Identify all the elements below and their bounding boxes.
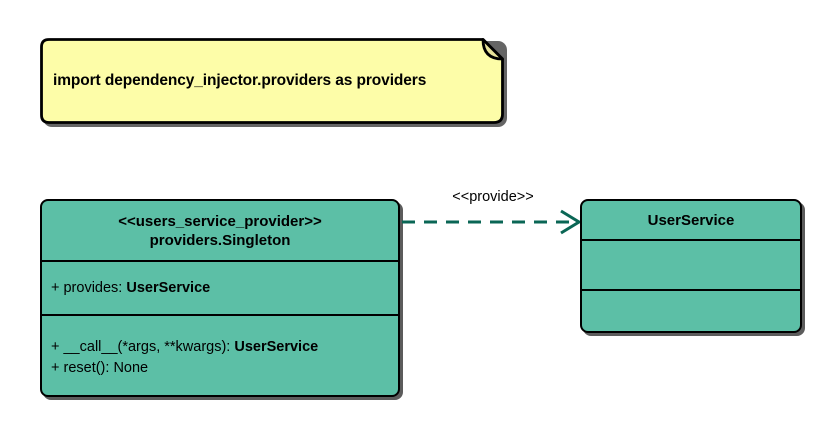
class-name: UserService <box>647 211 735 229</box>
class-box-users-service-provider[interactable]: <<users_service_provider>> providers.Sin… <box>40 199 403 400</box>
class-header-compartment: UserService <box>582 201 800 239</box>
note-import[interactable]: import dependency_injector.providers as … <box>40 38 507 127</box>
attribute-row: + provides: UserService <box>51 278 390 299</box>
note-shape <box>40 38 504 124</box>
class-box-user-service[interactable]: UserService <box>580 199 805 336</box>
operation-label: + __call__(*args, **kwargs): <box>51 338 235 355</box>
connector-arrowhead-icon <box>560 209 582 235</box>
attribute-type: UserService <box>126 279 211 296</box>
class-attributes-compartment <box>582 239 800 289</box>
operation-row: + __call__(*args, **kwargs): UserService <box>51 337 390 358</box>
class-frame: <<users_service_provider>> providers.Sin… <box>40 199 400 397</box>
connector-label: <<provide>> <box>452 189 534 205</box>
class-operations-compartment: + __call__(*args, **kwargs): UserService… <box>42 314 398 395</box>
class-header-compartment: <<users_service_provider>> providers.Sin… <box>42 201 398 260</box>
class-stereotype: <<users_service_provider>> <box>118 212 322 230</box>
class-name: providers.Singleton <box>149 231 291 249</box>
connector-provide[interactable] <box>398 182 588 238</box>
attribute-label: + provides: <box>51 279 127 296</box>
class-frame: UserService <box>580 199 802 333</box>
class-operations-compartment <box>582 289 800 331</box>
note-text: import dependency_injector.providers as … <box>53 72 427 89</box>
class-attributes-compartment: + provides: UserService <box>42 260 398 314</box>
operation-label: + reset(): None <box>51 359 149 376</box>
operation-type: UserService <box>234 338 319 355</box>
operation-row: + reset(): None <box>51 358 390 379</box>
